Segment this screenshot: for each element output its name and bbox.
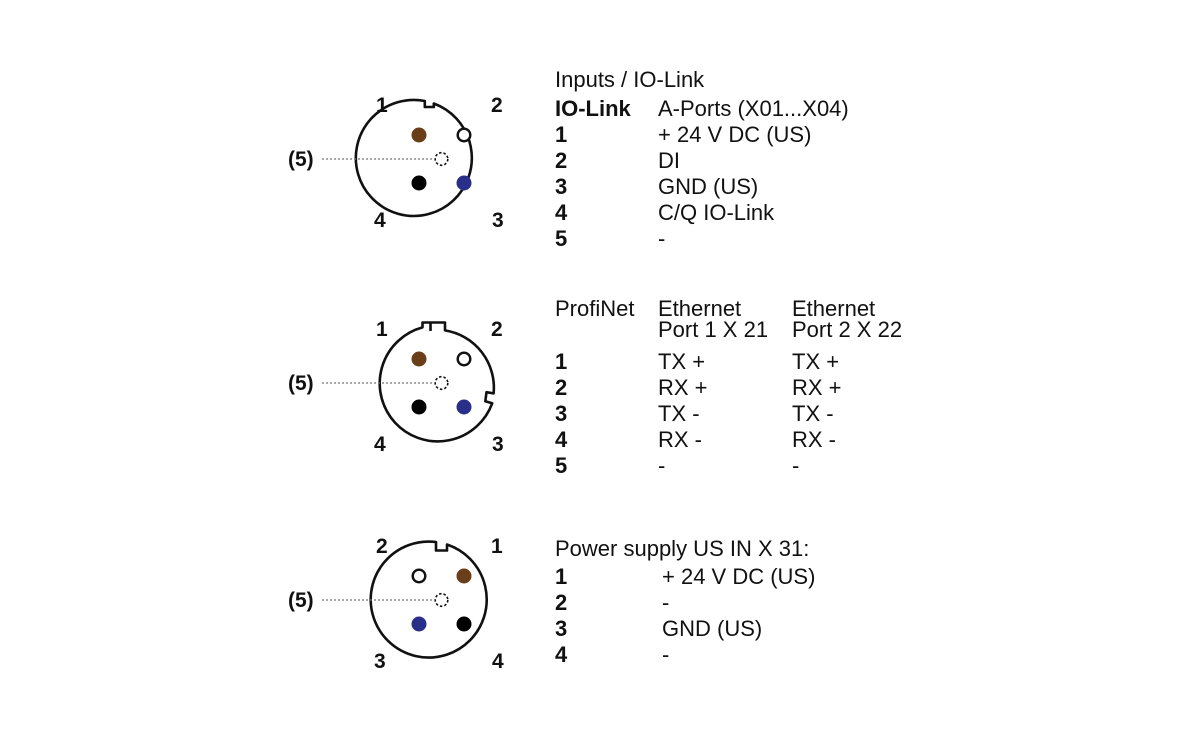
pin-2 xyxy=(411,568,427,584)
power-supply-pinout-table: Power supply US IN X 31: 1 + 24 V DC (US… xyxy=(555,536,895,671)
pin-label-4: 4 xyxy=(374,209,386,232)
pin-label-1: 1 xyxy=(376,318,388,341)
pin-label-3: 3 xyxy=(374,650,386,673)
pin-function: DI xyxy=(658,148,680,173)
connector-body xyxy=(378,321,496,443)
port1-signal: TX - xyxy=(658,401,700,426)
pin-function: - xyxy=(662,590,670,615)
pin-label-5: (5) xyxy=(288,148,314,171)
port2-signal: RX - xyxy=(792,427,836,452)
pin-number: 2 xyxy=(555,590,568,615)
pin-5 xyxy=(434,151,449,167)
pin-number: 3 xyxy=(555,616,568,641)
pin-number: 3 xyxy=(555,174,568,199)
io-link-pinout-table: Inputs / IO-Link IO-Link A-Ports (X01...… xyxy=(555,67,895,252)
pin-function: - xyxy=(662,642,670,667)
port1-signal: RX + xyxy=(658,375,708,400)
pin-label-5: (5) xyxy=(288,589,314,612)
pin-label-4: 4 xyxy=(374,433,386,456)
pin-number: 4 xyxy=(555,642,568,667)
port1-signal: TX + xyxy=(658,349,706,374)
pin-number: 5 xyxy=(555,226,568,251)
header-col3-line2: Port 2 X 22 xyxy=(792,317,903,342)
port1-signal: RX - xyxy=(658,427,702,452)
header-col2: A-Ports (X01...X04) xyxy=(658,96,849,121)
pin-label-3: 3 xyxy=(492,209,504,232)
pin-4 xyxy=(411,175,427,191)
pin-4 xyxy=(411,399,427,415)
pin-label-4: 4 xyxy=(492,650,504,673)
pin-function: + 24 V DC (US) xyxy=(658,122,812,147)
table-title: Inputs / IO-Link xyxy=(555,67,705,92)
pin-3 xyxy=(456,175,472,191)
pin-number: 4 xyxy=(555,427,568,452)
pin-label-5: (5) xyxy=(288,372,314,395)
pin-number: 2 xyxy=(555,148,568,173)
port2-signal: RX + xyxy=(792,375,842,400)
pin-number: 2 xyxy=(555,375,568,400)
connector-diagram-profinet: 1 2 4 3 (5) xyxy=(288,318,504,456)
pin-2 xyxy=(456,351,472,367)
pin-label-2: 2 xyxy=(491,318,503,341)
connector-diagram-io-link: 1 2 4 3 (5) xyxy=(288,94,504,232)
port2-signal: - xyxy=(792,453,800,478)
pin-label-1: 1 xyxy=(376,94,388,117)
port2-signal: TX - xyxy=(792,401,834,426)
pin-function: - xyxy=(658,226,666,251)
pin-5 xyxy=(434,375,449,391)
pin-number: 1 xyxy=(555,349,568,374)
pin-number: 1 xyxy=(555,564,568,589)
pin-4 xyxy=(456,616,472,632)
pin-number: 4 xyxy=(555,200,568,225)
pin-function: + 24 V DC (US) xyxy=(662,564,816,589)
port1-signal: - xyxy=(658,453,666,478)
connector-body xyxy=(354,98,474,218)
pin-function: GND (US) xyxy=(662,616,763,641)
pin-label-1: 1 xyxy=(491,535,503,558)
header-col2-line1: Ethernet xyxy=(658,296,742,321)
pin-1 xyxy=(411,127,427,143)
pin-5 xyxy=(434,592,449,608)
pin-3 xyxy=(456,399,472,415)
header-col1: IO-Link xyxy=(555,96,631,121)
pin-label-2: 2 xyxy=(491,94,503,117)
header-col3-line1: Ethernet xyxy=(792,296,876,321)
pin-3 xyxy=(411,616,427,632)
pin-number: 1 xyxy=(555,122,568,147)
profinet-pinout-table: ProfiNet Ethernet Port 1 X 21 Ethernet P… xyxy=(555,296,935,486)
table-title: Power supply US IN X 31: xyxy=(555,536,810,561)
connector-diagram-power: 2 1 3 4 (5) xyxy=(288,535,504,673)
pin-1 xyxy=(456,568,472,584)
pin-2 xyxy=(456,127,472,143)
pin-number: 3 xyxy=(555,401,568,426)
pin-label-3: 3 xyxy=(492,433,504,456)
pin-function: C/Q IO-Link xyxy=(658,200,775,225)
pin-1 xyxy=(411,351,427,367)
header-col1: ProfiNet xyxy=(555,296,635,321)
pin-label-2: 2 xyxy=(376,535,388,558)
connector-body xyxy=(369,540,488,659)
pin-number: 5 xyxy=(555,453,568,478)
pin-function: GND (US) xyxy=(658,174,759,199)
header-col2-line2: Port 1 X 21 xyxy=(658,317,769,342)
port2-signal: TX + xyxy=(792,349,840,374)
